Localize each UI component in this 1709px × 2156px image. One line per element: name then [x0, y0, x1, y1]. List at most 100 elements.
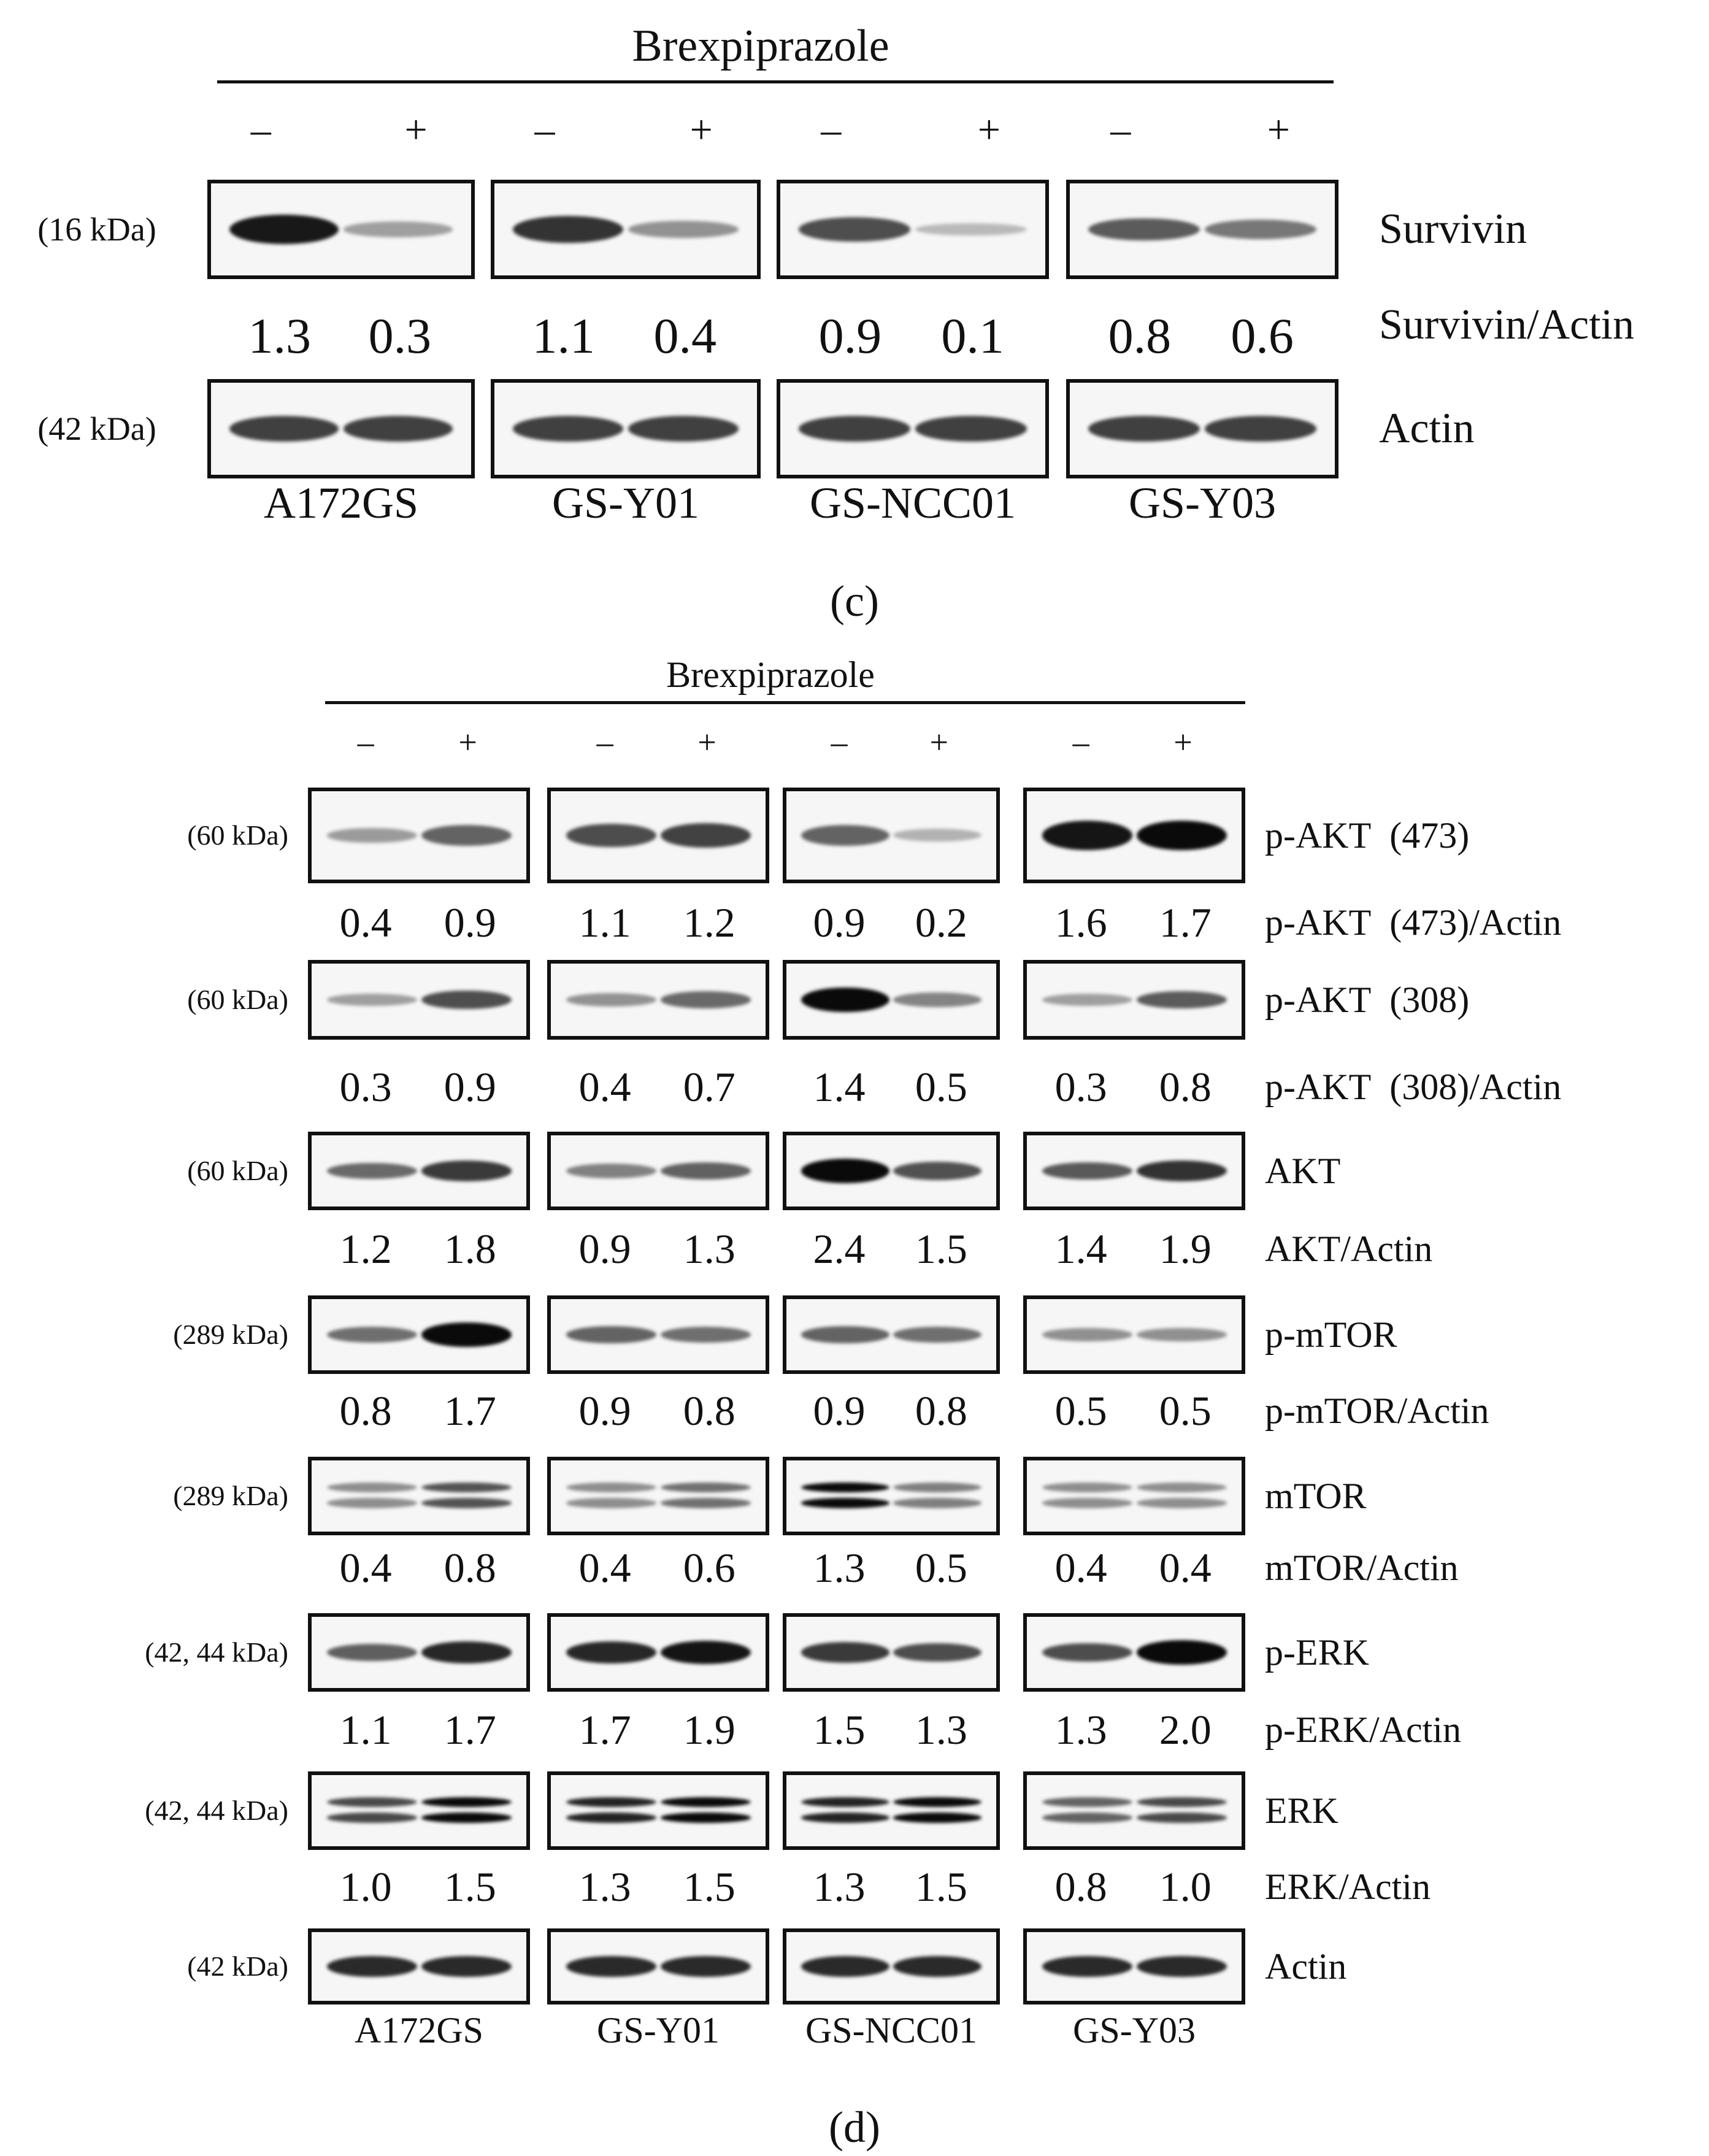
blot-panel-c — [777, 379, 1049, 478]
ratio-value-d: 0.9 — [444, 899, 496, 946]
treatment-label-c: Brexpiprazole — [632, 21, 889, 71]
protein-band — [421, 1797, 512, 1808]
ratio-value-d: 1.5 — [444, 1863, 496, 1910]
protein-band — [326, 1482, 417, 1493]
ratio-value-d: 0.8 — [1054, 1863, 1107, 1910]
ratio-value-c: 0.8 — [1108, 308, 1172, 364]
protein-band — [660, 1162, 751, 1180]
plus-sign-d: + — [697, 724, 716, 761]
blot-panel-d — [547, 960, 769, 1040]
protein-label-d: Actin — [1265, 1946, 1347, 1987]
blot-panel-c — [1066, 379, 1338, 478]
protein-label-d: ERK — [1265, 1790, 1338, 1831]
ratio-value-d: 1.7 — [1159, 899, 1212, 946]
protein-band — [1136, 1482, 1227, 1493]
protein-band — [1042, 1482, 1132, 1493]
ratio-value-d: 0.9 — [813, 1387, 866, 1434]
ratio-value-d: 1.7 — [444, 1387, 496, 1434]
protein-band — [1042, 994, 1132, 1006]
ratio-value-d: 1.3 — [683, 1226, 735, 1272]
ratio-value-d: 0.5 — [915, 1064, 967, 1110]
ratio-value-d: 1.3 — [915, 1706, 967, 1753]
ratio-value-d: 0.5 — [915, 1544, 967, 1591]
blot-panel-c — [207, 180, 475, 279]
minus-sign-d: – — [357, 724, 374, 761]
protein-band — [628, 221, 739, 238]
blot-panel-c — [491, 180, 761, 279]
ratio-value-d: 1.4 — [1054, 1226, 1107, 1272]
protein-band — [566, 1498, 656, 1508]
protein-band — [566, 1164, 656, 1178]
ratio-label-d: ERK/Actin — [1265, 1866, 1431, 1907]
protein-band — [660, 1813, 751, 1823]
blot-panel-d — [547, 1928, 769, 2004]
protein-band — [421, 1498, 512, 1508]
blot-panel-d — [783, 1457, 1000, 1535]
blot-panel-d — [1023, 1771, 1245, 1850]
blot-panel-d — [783, 1928, 1000, 2004]
protein-band — [326, 1813, 417, 1823]
ratio-value-d: 0.5 — [1054, 1387, 1107, 1434]
protein-band — [1136, 991, 1227, 1009]
protein-band — [893, 1482, 982, 1493]
protein-band — [1136, 1328, 1227, 1341]
protein-band — [1042, 1162, 1132, 1180]
protein-band — [326, 827, 417, 843]
ratio-value-d: 1.3 — [813, 1544, 866, 1591]
protein-band — [566, 1326, 656, 1343]
cell-line-d: GS-Y01 — [596, 2010, 720, 2051]
blot-panel-d — [547, 788, 769, 883]
protein-band — [566, 1641, 656, 1663]
blot-panel-d — [1023, 1457, 1245, 1535]
cell-line-c: GS-Y03 — [1128, 478, 1277, 527]
ratio-value-d: 2.4 — [813, 1226, 866, 1272]
ratio-label-d: p-ERK/Actin — [1265, 1709, 1461, 1750]
ratio-label-d: p-AKT (308)/Actin — [1265, 1067, 1562, 1107]
kda-label-d: (289 kDa) — [173, 1480, 288, 1511]
plus-sign-c: + — [689, 107, 713, 152]
protein-band — [893, 1956, 982, 1977]
cell-line-c: GS-NCC01 — [809, 478, 1016, 527]
treatment-label-d: Brexpiprazole — [666, 654, 875, 695]
protein-band — [229, 416, 339, 442]
protein-band — [229, 214, 339, 245]
ratio-label-d: AKT/Actin — [1265, 1229, 1433, 1269]
protein-label-d: p-AKT (308) — [1265, 980, 1470, 1020]
protein-band — [893, 1498, 982, 1508]
ratio-value-d: 1.3 — [578, 1863, 631, 1910]
blot-panel-d — [308, 960, 530, 1040]
protein-band — [660, 1327, 751, 1343]
blot-panel-d — [783, 788, 1000, 883]
ratio-value-d: 1.5 — [683, 1863, 735, 1910]
ratio-value-c: 0.6 — [1231, 308, 1294, 364]
cell-line-c: A172GS — [263, 478, 419, 527]
ratio-value-d: 1.0 — [339, 1863, 392, 1910]
blot-panel-c — [1066, 180, 1338, 279]
protein-band — [1136, 1956, 1227, 1977]
ratio-value-d: 0.3 — [339, 1064, 392, 1110]
protein-band — [1205, 219, 1316, 240]
blot-panel-d — [783, 1132, 1000, 1210]
kda-label-d: (42 kDa) — [187, 1951, 288, 1982]
blot-panel-d — [308, 1928, 530, 2004]
ratio-value-d: 0.9 — [578, 1387, 631, 1434]
protein-band — [326, 1644, 417, 1661]
ratio-value-d: 0.8 — [1159, 1064, 1212, 1110]
kda-label-d: (60 kDa) — [187, 1155, 288, 1186]
protein-band — [801, 987, 889, 1013]
protein-band — [512, 216, 623, 243]
ratio-value-d: 0.4 — [578, 1064, 631, 1110]
protein-band — [1042, 1797, 1132, 1808]
ratio-label-d: p-mTOR/Actin — [1265, 1391, 1489, 1431]
protein-band — [660, 1498, 751, 1508]
ratio-value-d: 0.9 — [813, 899, 866, 946]
minus-sign-c: – — [1110, 107, 1131, 152]
protein-band — [1136, 1797, 1227, 1808]
blot-panel-d — [308, 1613, 530, 1692]
ratio-value-d: 0.4 — [1054, 1544, 1107, 1591]
ratio-value-d: 1.0 — [1159, 1863, 1212, 1910]
protein-band — [344, 221, 453, 237]
protein-band — [421, 1813, 512, 1823]
panel-label-c: (c) — [830, 577, 879, 626]
